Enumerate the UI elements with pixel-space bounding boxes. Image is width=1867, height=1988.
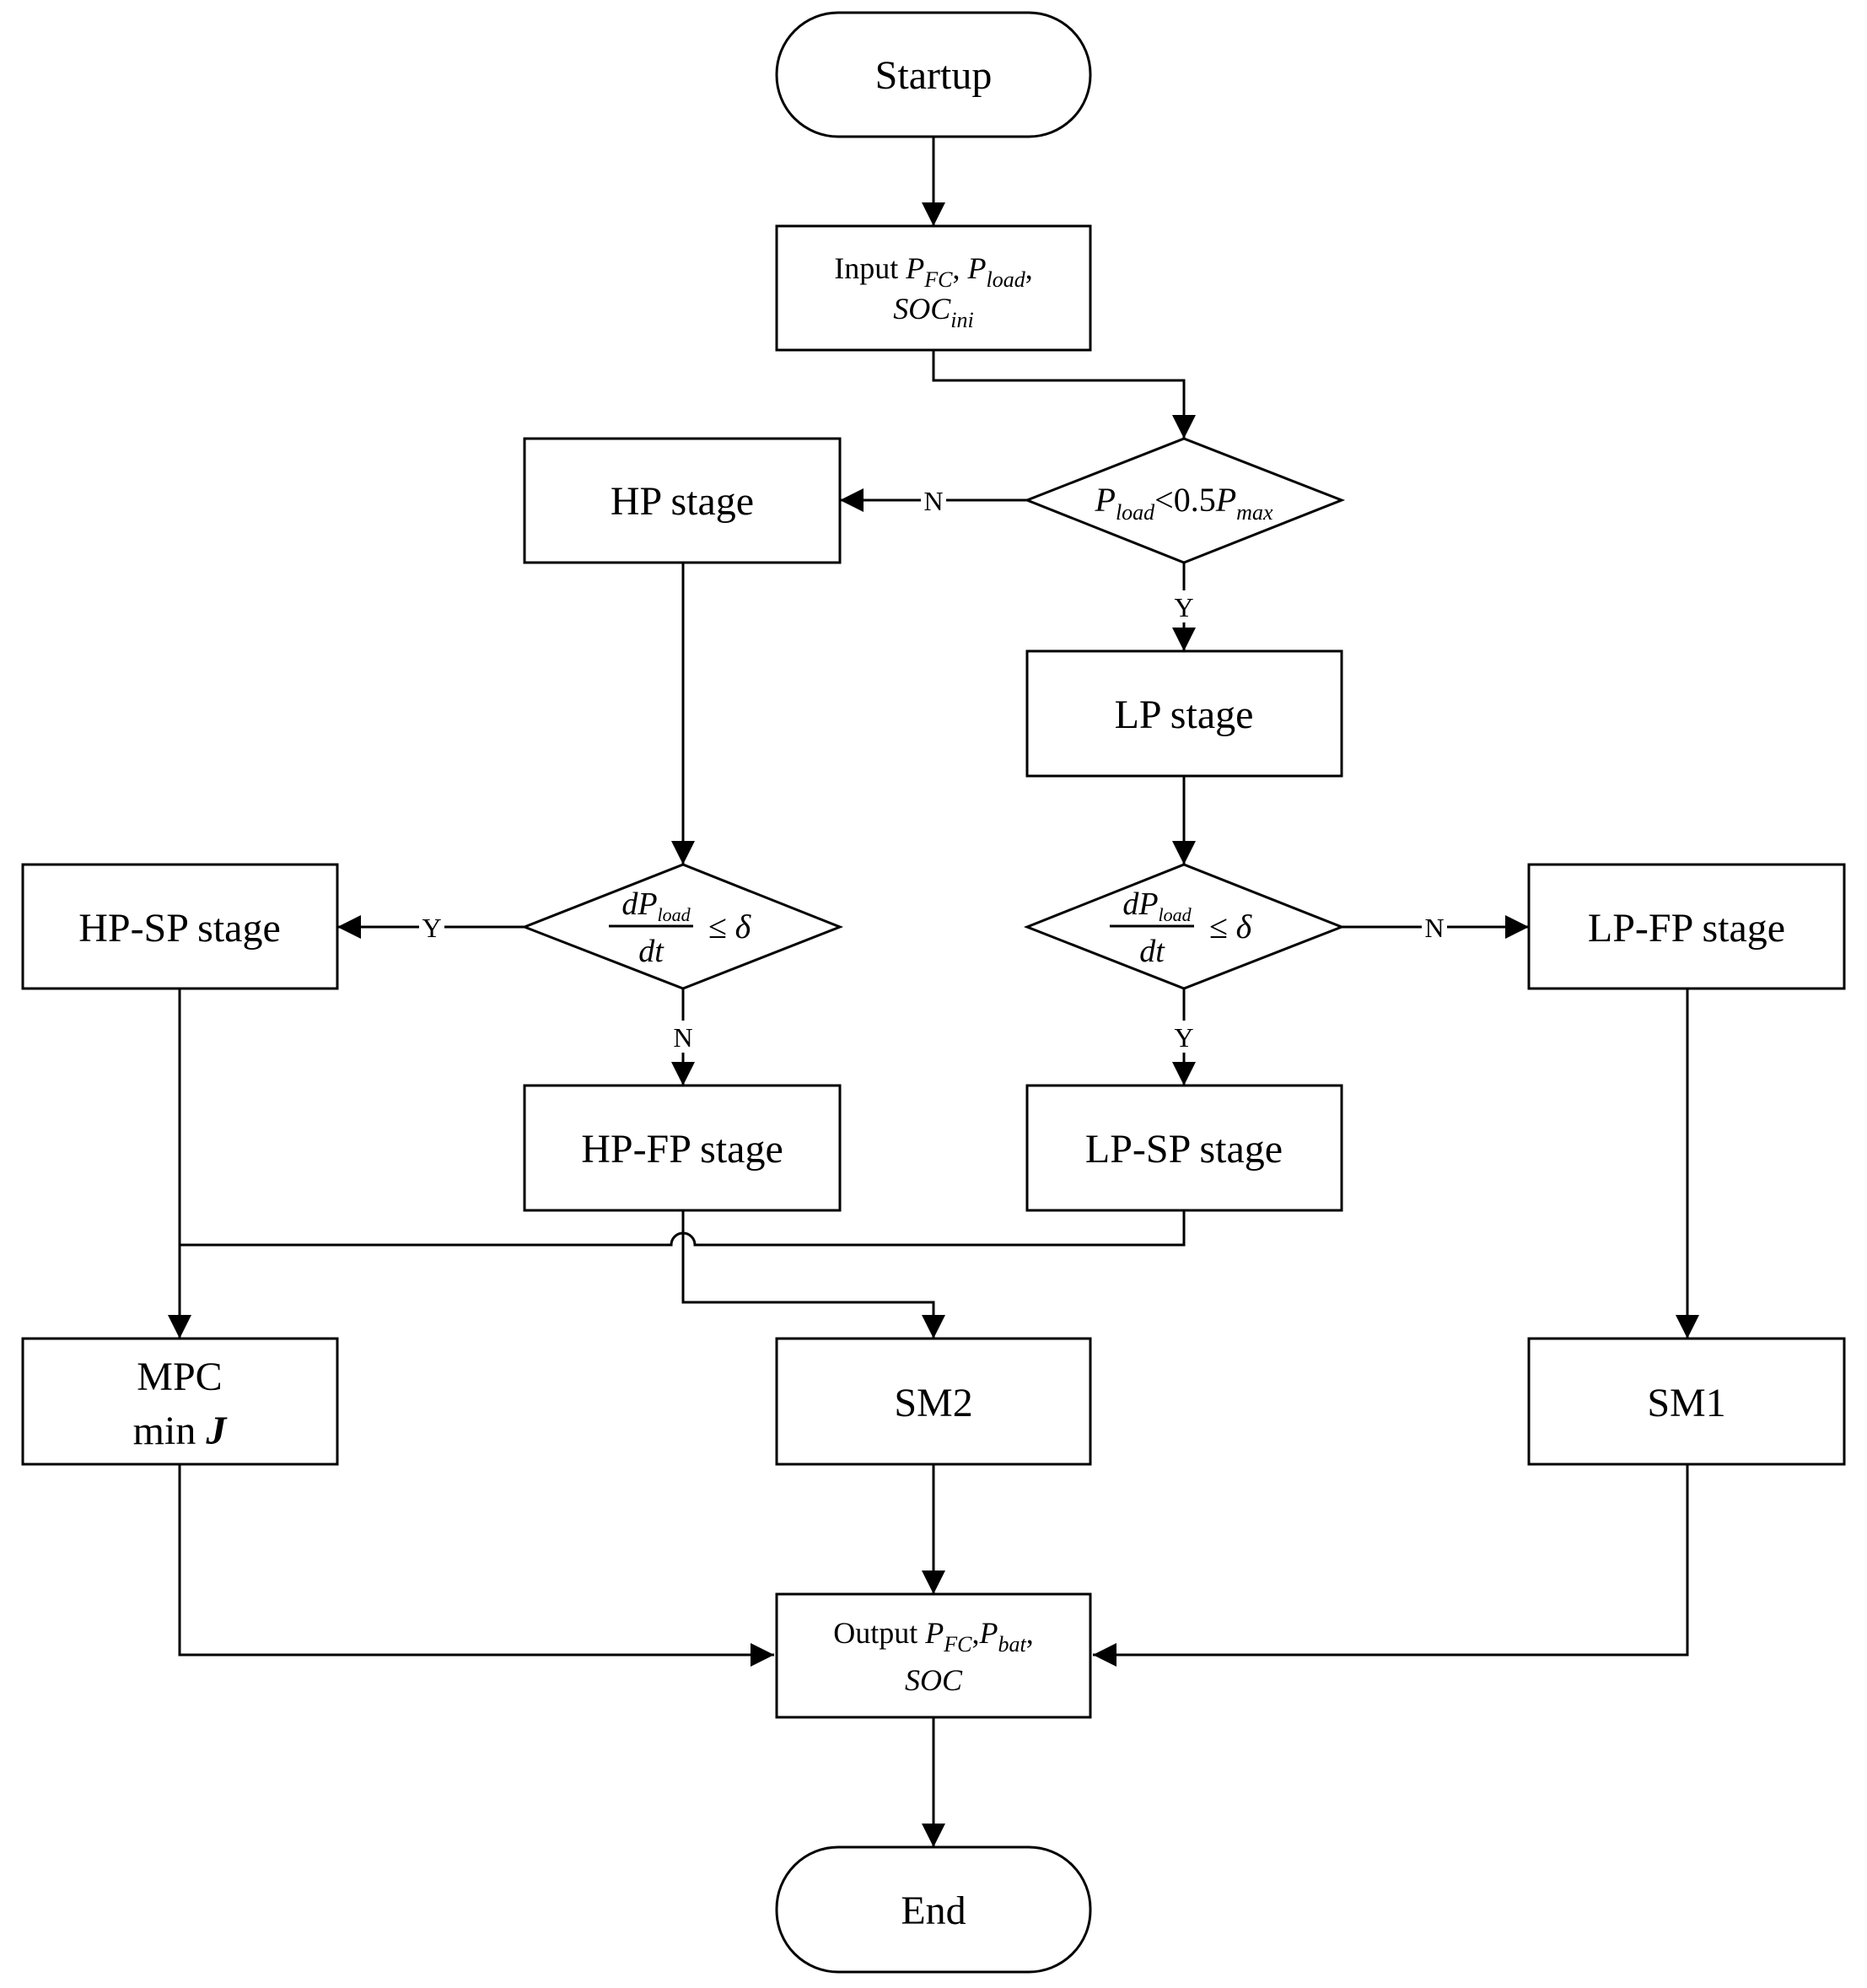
lp-sp-stage-box: LP-SP stage bbox=[1025, 1084, 1343, 1212]
hp-stage-label: HP stage bbox=[611, 479, 754, 524]
hp-fp-stage-box: HP-FP stage bbox=[523, 1084, 842, 1212]
svg-text:N: N bbox=[923, 486, 943, 516]
edge-input-decision-power bbox=[932, 350, 1196, 439]
lp-fp-stage-label: LP-FP stage bbox=[1588, 906, 1785, 951]
input-label-line1: Input PFC, Pload, bbox=[834, 251, 1032, 292]
edge-label-lp-yes: Y bbox=[1171, 1021, 1197, 1053]
decision-hp-rate: dPload dt ≤ δ bbox=[520, 863, 844, 990]
sm1-box: SM1 bbox=[1527, 1337, 1846, 1466]
svg-text:Y: Y bbox=[1174, 592, 1193, 622]
decision-lp-numerator: dPload bbox=[1122, 886, 1192, 925]
edge-label-hp-yes: Y bbox=[419, 911, 444, 943]
decision-hp-relation: ≤ δ bbox=[708, 908, 752, 946]
hp-sp-stage-label: HP-SP stage bbox=[78, 906, 281, 951]
edges bbox=[168, 137, 1699, 1847]
input-label-line2: SOCini bbox=[893, 292, 973, 332]
svg-text:Y: Y bbox=[422, 913, 441, 943]
edge-sm1-output bbox=[1093, 1464, 1689, 1667]
decision-hp-denominator: dt bbox=[638, 934, 664, 969]
lp-stage-box: LP stage bbox=[1025, 649, 1343, 778]
output-label-line2: SOC bbox=[905, 1663, 963, 1697]
decision-lp-relation: ≤ δ bbox=[1209, 908, 1253, 946]
svg-text:N: N bbox=[673, 1022, 692, 1053]
output-label-line1: Output PFC,Pbat, bbox=[833, 1616, 1033, 1657]
decision-power: Pload<0.5Pmax bbox=[1023, 437, 1346, 564]
edge-label-lp-no: N bbox=[1422, 911, 1447, 943]
edge-label-power-no: N bbox=[921, 484, 946, 516]
mpc-label-line1: MPC bbox=[137, 1355, 222, 1399]
edge-label-power-yes: Y bbox=[1171, 590, 1197, 622]
edge-mpc-output bbox=[178, 1464, 774, 1667]
sm2-label: SM2 bbox=[894, 1381, 972, 1425]
startup-label: Startup bbox=[875, 53, 993, 98]
end-label: End bbox=[901, 1888, 966, 1933]
edge-hpfp-sm2 bbox=[681, 1210, 945, 1339]
hp-stage-box: HP stage bbox=[523, 437, 842, 564]
decision-power-label: Pload<0.5Pmax bbox=[1095, 481, 1273, 525]
mpc-box: MPC min J bbox=[21, 1337, 339, 1466]
sm1-label: SM1 bbox=[1647, 1381, 1725, 1425]
mpc-label-line2: min J bbox=[133, 1409, 229, 1453]
input-box: Input PFC, Pload, SOCini bbox=[775, 224, 1092, 352]
hp-sp-stage-box: HP-SP stage bbox=[21, 863, 339, 990]
decision-lp-denominator: dt bbox=[1139, 934, 1165, 969]
end-terminal: End bbox=[775, 1845, 1092, 1974]
decision-hp-numerator: dPload bbox=[621, 886, 691, 925]
decision-lp-rate: dPload dt ≤ δ bbox=[1023, 863, 1346, 990]
svg-text:Y: Y bbox=[1174, 1022, 1193, 1053]
output-box: Output PFC,Pbat, SOC bbox=[775, 1592, 1092, 1719]
sm2-box: SM2 bbox=[775, 1337, 1092, 1466]
svg-text:N: N bbox=[1424, 913, 1444, 943]
edge-label-hp-no: N bbox=[670, 1021, 696, 1053]
hp-fp-stage-label: HP-FP stage bbox=[581, 1127, 783, 1172]
startup-terminal: Startup bbox=[775, 11, 1092, 138]
lp-fp-stage-box: LP-FP stage bbox=[1527, 863, 1846, 990]
lp-sp-stage-label: LP-SP stage bbox=[1085, 1127, 1283, 1172]
lp-stage-label: LP stage bbox=[1115, 692, 1254, 737]
